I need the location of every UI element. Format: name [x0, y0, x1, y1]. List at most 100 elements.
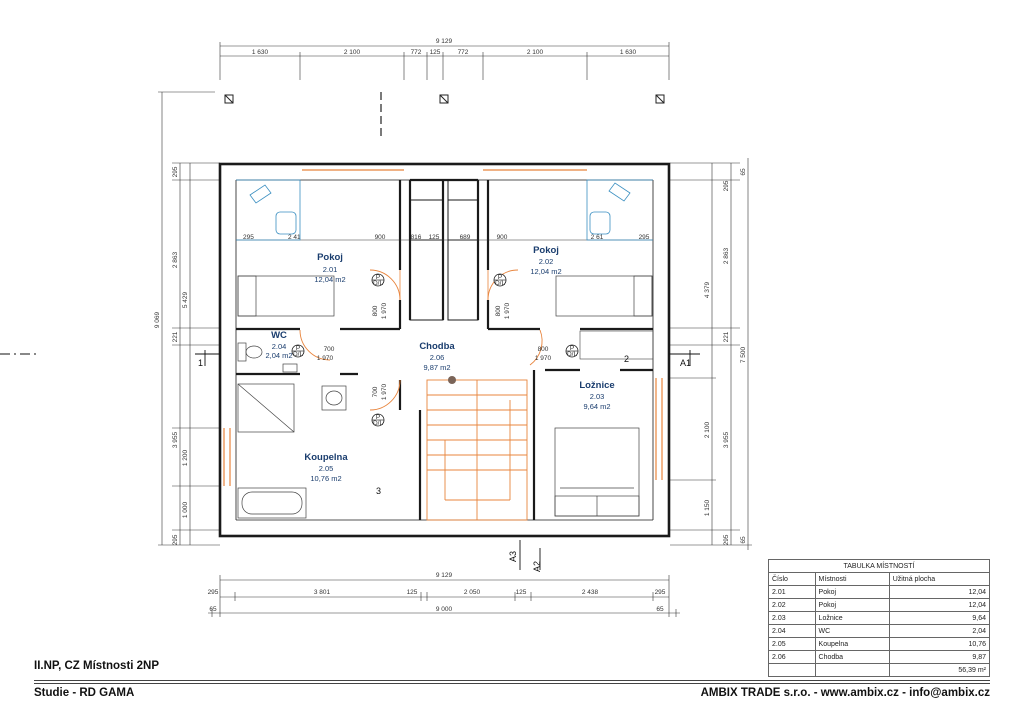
- table-cell: WC: [814, 624, 890, 638]
- dim-top-seg: 772: [411, 49, 422, 56]
- dim-left: 1 200: [182, 449, 189, 466]
- bottom-dimension: [208, 575, 680, 617]
- section-mark-bottom: [519, 540, 541, 570]
- desk-left: [236, 179, 301, 241]
- room-label: WC 2.04 2,04 m2: [265, 330, 292, 360]
- svg-text:9,64 m2: 9,64 m2: [583, 402, 610, 411]
- table-cell: 9,87: [888, 650, 991, 664]
- bed-right: [555, 275, 653, 317]
- dim-right: 2 100: [704, 421, 711, 438]
- svg-text:12,04 m2: 12,04 m2: [314, 275, 345, 284]
- door-height: 1 970: [504, 302, 511, 319]
- door-height: 1 970: [381, 383, 388, 400]
- section-label: A3: [508, 551, 518, 562]
- dim-int: 816: [411, 234, 422, 241]
- dim-right: 2 863: [723, 247, 730, 264]
- section-label: A2: [532, 561, 542, 572]
- dim-left: 1 000: [182, 501, 189, 518]
- stair-start-icon: [448, 376, 456, 384]
- svg-text:D/L: D/L: [373, 420, 384, 427]
- svg-text:Pokoj: Pokoj: [533, 245, 559, 256]
- table-cell: 12,04: [888, 598, 991, 612]
- section-label: 2: [624, 354, 629, 364]
- table-row: 2.05 Koupelna 10,76: [768, 637, 991, 651]
- room-label: Ložnice 2.03 9,64 m2: [579, 380, 614, 411]
- dim-right: 295: [723, 180, 730, 191]
- table-cell: 9,64: [888, 611, 991, 625]
- table-title: TABULKA MÍSTNOSTÍ: [768, 559, 990, 573]
- room-label: Pokoj 2.02 12,04 m2: [530, 245, 561, 276]
- double-bed: [554, 427, 640, 517]
- table-cell: 2.04: [768, 624, 816, 638]
- table-cell: Ložnice: [814, 611, 890, 625]
- dim-int: 689: [460, 234, 471, 241]
- door-height: 1 970: [381, 302, 388, 319]
- dim-right: 295: [723, 534, 730, 545]
- dim-right-total: 7 500: [740, 346, 747, 363]
- svg-text:2.01: 2.01: [323, 265, 338, 274]
- door-width: 800: [495, 305, 502, 316]
- room-label: Pokoj 2.01 12,04 m2: [314, 252, 345, 284]
- dim-left: 295: [172, 534, 179, 545]
- table-cell: 2.03: [768, 611, 816, 625]
- svg-text:10,76 m2: 10,76 m2: [310, 474, 341, 483]
- dim-bottom-total: 9 000: [436, 606, 453, 613]
- room-label: Chodba 2.06 9,87 m2: [419, 341, 455, 372]
- table-row: 2.06 Chodba 9,87: [768, 650, 991, 664]
- footer-divider: [34, 680, 990, 681]
- door-tag: P D/L: [371, 273, 385, 287]
- dim-int: 900: [375, 234, 386, 241]
- door-height: 1 970: [317, 355, 334, 362]
- svg-text:Pokoj: Pokoj: [317, 252, 343, 263]
- svg-text:P: P: [570, 345, 574, 352]
- dim-int: 2 61: [591, 234, 604, 241]
- dim-bottom-edge: 65: [656, 606, 664, 613]
- dim-int: 295: [639, 234, 650, 241]
- doors: [299, 269, 543, 411]
- svg-text:D/L: D/L: [495, 280, 506, 287]
- table-cell: 2,04: [888, 624, 991, 638]
- room-table: TABULKA MÍSTNOSTÍ Číslo Místnosti Užitná…: [768, 559, 991, 677]
- room-label: Koupelna 2.05 10,76 m2: [304, 452, 348, 483]
- table-header: Číslo: [768, 572, 816, 586]
- right-dimension: [670, 158, 752, 550]
- dim-left-total: 9 069: [154, 311, 161, 328]
- door-tag: P D/L: [565, 344, 579, 358]
- table-row: 2.03 Ložnice 9,64: [768, 611, 991, 625]
- table-cell: Koupelna: [814, 637, 890, 651]
- dim-bottom-seg: 2 050: [464, 589, 481, 596]
- door-width: 700: [372, 386, 379, 397]
- table-cell: Pokoj: [814, 585, 890, 599]
- svg-text:P: P: [376, 274, 380, 281]
- dim-right: 221: [723, 331, 730, 342]
- svg-text:Koupelna: Koupelna: [304, 452, 348, 463]
- dim-right: 65: [740, 536, 747, 544]
- svg-text:12,04 m2: 12,04 m2: [530, 267, 561, 276]
- columns: [224, 94, 665, 104]
- dim-left: 2 863: [172, 251, 179, 268]
- sink-bath: [321, 385, 347, 411]
- footer-divider: [34, 683, 990, 684]
- table-total-row: 56,39 m²: [768, 663, 991, 677]
- dim-int: 2 41: [288, 234, 301, 241]
- table-cell: 10,76: [888, 637, 991, 651]
- svg-text:Ložnice: Ložnice: [579, 380, 614, 391]
- dim-top-seg: 125: [430, 49, 441, 56]
- dim-right: 3 955: [723, 431, 730, 448]
- dim-left: 295: [172, 166, 179, 177]
- drawing-title: II.NP, CZ Místnosti 2NP: [34, 660, 160, 672]
- svg-text:Chodba: Chodba: [419, 341, 455, 352]
- wardrobe: [579, 330, 654, 360]
- table-header: Místnosti: [814, 572, 890, 586]
- dim-int: 295: [243, 234, 254, 241]
- table-row: 2.04 WC 2,04: [768, 624, 991, 638]
- svg-text:D/L: D/L: [293, 351, 304, 358]
- dim-bottom-seg: 295: [208, 589, 219, 596]
- dim-bottom-total-upper: 9 129: [436, 572, 453, 579]
- section-mark-right: [669, 350, 700, 366]
- svg-text:9,87 m2: 9,87 m2: [423, 363, 450, 372]
- table-cell: 2.02: [768, 598, 816, 612]
- dim-top-total: 9 129: [436, 38, 453, 45]
- desk-right: [586, 179, 653, 241]
